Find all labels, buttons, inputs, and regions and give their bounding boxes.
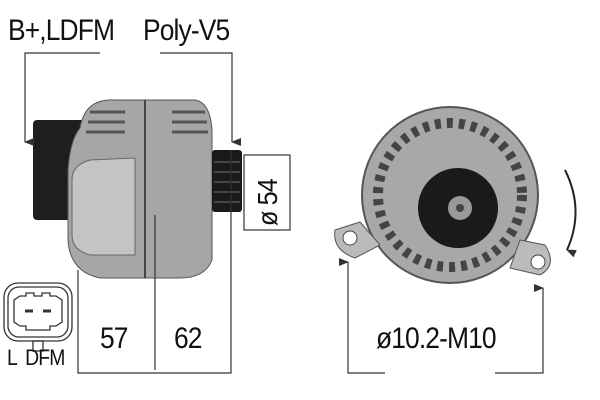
pulley-diameter-label: ø 54: [252, 179, 283, 226]
pulley: [212, 150, 242, 212]
length-dimension-lines: [77, 150, 232, 374]
mount-ear-left: [334, 221, 381, 259]
mount-left-arrow: [339, 258, 385, 374]
plug-connector-icon: [3, 282, 73, 352]
mount-right-arrow: [495, 284, 544, 374]
rotation-direction-arrow: [564, 169, 577, 258]
connector-terminals-label: B+,LDFM: [8, 14, 115, 47]
alternator-side-view: [33, 99, 242, 279]
pulley-type-label: Poly-V5: [143, 14, 230, 47]
plug-pins-label: L DFM: [7, 345, 65, 370]
length-1-label: 57: [100, 322, 129, 355]
poly-v-leader-arrow: [160, 52, 241, 146]
pulley-diameter-box: [243, 154, 291, 231]
length-2-label: 62: [174, 322, 203, 355]
mount-hole-label: ø10.2-M10: [376, 322, 497, 355]
front-bracket: [71, 157, 136, 256]
b-plus-leader-arrow: [24, 52, 100, 146]
alternator-front-view: [334, 106, 577, 284]
